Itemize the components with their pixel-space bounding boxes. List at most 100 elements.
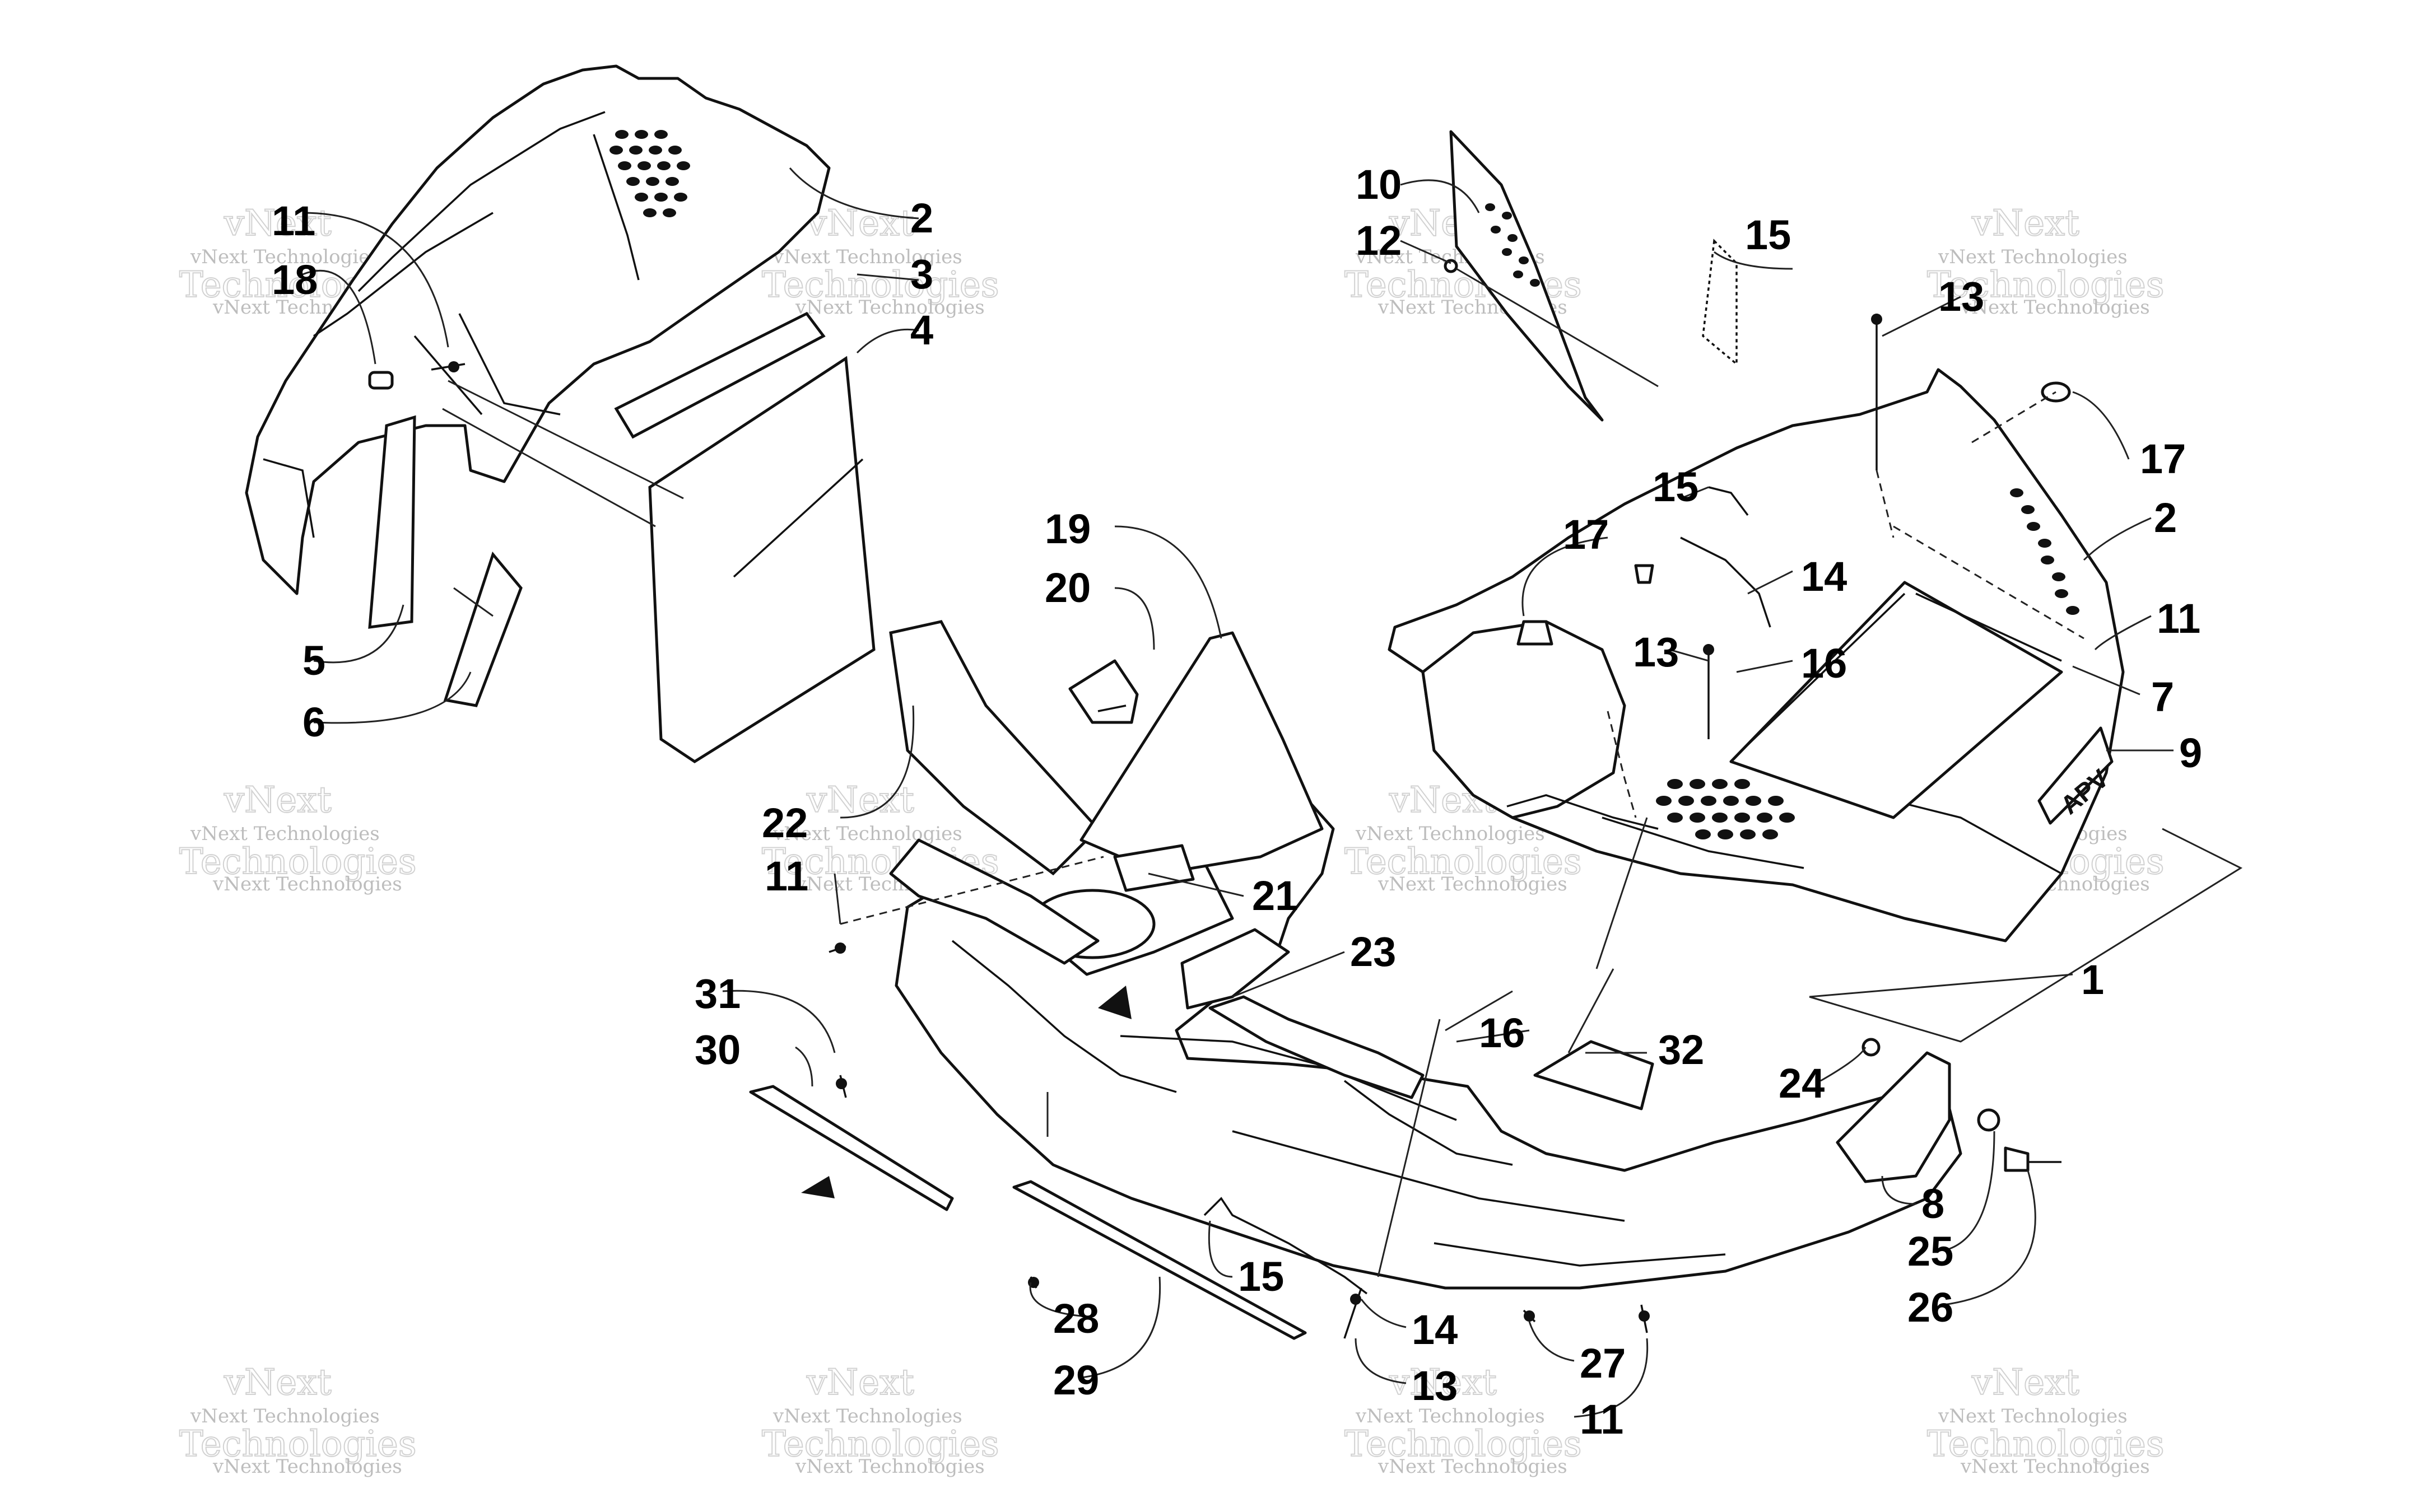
- foam-block-6: [443, 551, 523, 707]
- watermark-text: vNext Technologies: [1355, 1405, 1545, 1427]
- watermark-tile: vNext vNext Technologies Technologies vN…: [1926, 1361, 2165, 1478]
- watermark-text: vNext: [224, 1362, 332, 1403]
- callout-3: 3: [910, 251, 933, 297]
- callout-22: 22: [762, 800, 808, 846]
- hood-vent-holes: [1656, 779, 1795, 839]
- vent-holes: [609, 130, 690, 217]
- callout-9: 9: [2179, 730, 2202, 776]
- watermark-text: Technologies: [1927, 264, 2165, 306]
- watermark-text: Technologies: [1927, 1424, 2165, 1465]
- callout-labels: 2 3 4 5 6 11 18 10 12 15 13 17 2 11 7 9 …: [272, 161, 2202, 1443]
- callout-10: 10: [1356, 161, 1402, 208]
- watermark-tile: vNext vNext Technologies Technologies vN…: [1344, 1361, 1583, 1478]
- inner-hood-panel: [245, 64, 831, 595]
- callout-5: 5: [302, 637, 325, 684]
- watermark-tile: vNext vNext Technologies Technologies vN…: [179, 1361, 417, 1478]
- hood-side-vents: [2010, 488, 2079, 615]
- watermark-text: vNext Technologies: [772, 1405, 962, 1427]
- callout-11: 11: [2157, 595, 2200, 642]
- cable-15-middle: [1680, 486, 1771, 628]
- watermark-text: vNext Technologies: [1377, 1455, 1567, 1478]
- callout-32: 32: [1658, 1026, 1704, 1073]
- callout-13: 13: [1633, 629, 1679, 675]
- callout-4: 4: [910, 307, 933, 353]
- windshield-15: [1702, 239, 1738, 366]
- callout-15: 15: [1653, 464, 1698, 510]
- watermark-text: vNext Technologies: [795, 1455, 985, 1478]
- callout-13: 13: [1412, 1362, 1458, 1409]
- callout-23: 23: [1350, 928, 1396, 975]
- callout-27: 27: [1580, 1340, 1626, 1387]
- callout-14: 14: [1801, 553, 1847, 600]
- bracket-1-outline: [1809, 828, 2243, 1043]
- callout-15: 15: [1745, 212, 1791, 258]
- callout-26: 26: [1907, 1284, 1953, 1331]
- callout-31: 31: [695, 970, 741, 1017]
- fasteners-bottom: [829, 942, 2061, 1339]
- watermark-text: Technologies: [762, 264, 999, 306]
- fastener-11-left: [431, 361, 466, 372]
- hood-panel-10: [1449, 130, 1604, 422]
- callout-2: 2: [2154, 494, 2177, 541]
- callout-16: 16: [1479, 1010, 1525, 1056]
- clip-18: [368, 371, 394, 390]
- vent-holes: [1485, 203, 1540, 287]
- watermark-text: vNext Technologies: [190, 1405, 380, 1427]
- watermark-text: vNext: [1389, 1362, 1497, 1403]
- callout-20: 20: [1045, 564, 1091, 611]
- foam-block-22: [889, 620, 1100, 876]
- callout-24: 24: [1779, 1060, 1825, 1107]
- foam-pad-3: [614, 311, 826, 439]
- watermark-tile: vNext vNext Technologies Technologies vN…: [179, 779, 417, 895]
- side-panel-8: [1836, 1051, 1951, 1183]
- callout-17: 17: [2140, 436, 2186, 482]
- handle-23: [1208, 995, 1425, 1099]
- watermark-text: vNext Technologies: [795, 296, 985, 319]
- watermark-text: vNext: [806, 1362, 914, 1403]
- foam-strip-5: [368, 415, 416, 629]
- callout-30: 30: [695, 1026, 741, 1073]
- fastener-12: [1444, 259, 1659, 388]
- watermark-tile: vNext vNext Technologies Technologies vN…: [761, 1361, 1000, 1478]
- callout-15: 15: [1238, 1253, 1284, 1300]
- skid-plate-30: [749, 1085, 954, 1211]
- callout-7: 7: [2151, 674, 2174, 720]
- callout-6: 6: [302, 699, 325, 745]
- watermark-text: vNext Technologies: [1960, 296, 2150, 319]
- watermark-tile: vNext vNext Technologies Technologies vN…: [761, 202, 1000, 319]
- watermark-text: vNext Technologies: [1377, 873, 1567, 895]
- callout-14: 14: [1412, 1306, 1458, 1353]
- hood-windshield-panel-7: [1729, 581, 2063, 819]
- watermark-text: Technologies: [179, 841, 417, 883]
- callout-11: 11: [1580, 1396, 1623, 1443]
- foam-pad-4: [648, 356, 876, 763]
- watermark-text: Technologies: [1344, 1424, 1582, 1465]
- watermark-text: vNext Technologies: [1938, 246, 2128, 268]
- watermark-text: vNext Technologies: [190, 246, 380, 268]
- watermark-text: vNext Technologies: [190, 823, 380, 845]
- watermark-tile: vNext vNext Technologies Technologies vN…: [1926, 202, 2165, 319]
- watermark-text: vNext: [1971, 203, 2079, 244]
- watermark-text: vNext Technologies: [772, 823, 962, 845]
- callout-13: 13: [1938, 273, 1984, 320]
- watermark-text: Technologies: [179, 1424, 417, 1465]
- callout-8: 8: [1921, 1180, 1944, 1227]
- callout-11: 11: [272, 198, 315, 244]
- watermark-text: Technologies: [1344, 841, 1582, 883]
- fastener-13-top: [1871, 314, 1882, 470]
- callout-29: 29: [1053, 1357, 1099, 1403]
- watermark-text: vNext: [224, 780, 332, 821]
- callout-16: 16: [1801, 640, 1847, 687]
- callout-17: 17: [1563, 511, 1609, 558]
- watermark-text: vNext: [224, 203, 332, 244]
- watermark-text: vNext Technologies: [212, 1455, 402, 1478]
- callout-21: 21: [1252, 872, 1298, 919]
- watermark-text: vNext Technologies: [1938, 1405, 2128, 1427]
- arrow-markers: [801, 986, 1132, 1198]
- watermark-text: vNext: [806, 780, 914, 821]
- callout-25: 25: [1907, 1228, 1953, 1275]
- watermark-text: vNext Technologies: [772, 246, 962, 268]
- fastener-17-middle: [1516, 564, 1654, 646]
